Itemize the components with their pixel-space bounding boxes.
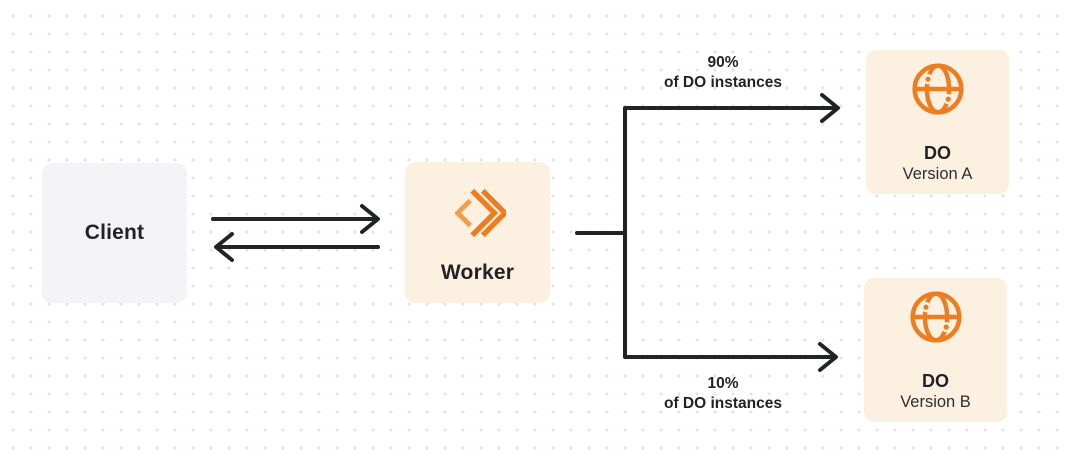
- top-branch-caption: of DO instances: [664, 73, 782, 91]
- do-a-title: DO: [924, 143, 951, 163]
- globe-icon: [911, 63, 964, 115]
- do-a-subtitle: Version A: [902, 165, 973, 183]
- bottom-branch-label: 10% of DO instances: [613, 374, 833, 413]
- client-label: Client: [84, 221, 145, 244]
- globe-icon: [909, 291, 962, 343]
- workers-chevrons-icon: [453, 188, 506, 238]
- top-branch-arrowhead: [820, 93, 840, 123]
- bottom-branch-percent: 10%: [707, 375, 739, 392]
- worker-branch-connector: [575, 106, 836, 359]
- top-branch-label: 90% of DO instances: [613, 53, 833, 92]
- bottom-branch-arrowhead: [818, 342, 838, 372]
- top-branch-percent: 90%: [707, 54, 739, 71]
- do-version-b-node: DO Version B: [864, 278, 1007, 422]
- bottom-branch-caption: of DO instances: [664, 394, 782, 412]
- client-node: Client: [42, 163, 187, 303]
- worker-label: Worker: [440, 261, 515, 284]
- worker-to-client-arrow: [214, 232, 380, 262]
- client-to-worker-arrow: [211, 204, 380, 234]
- do-b-title: DO: [922, 371, 949, 391]
- worker-node: Worker: [405, 162, 550, 303]
- do-b-subtitle: Version B: [900, 393, 971, 411]
- do-version-a-node: DO Version A: [866, 50, 1009, 194]
